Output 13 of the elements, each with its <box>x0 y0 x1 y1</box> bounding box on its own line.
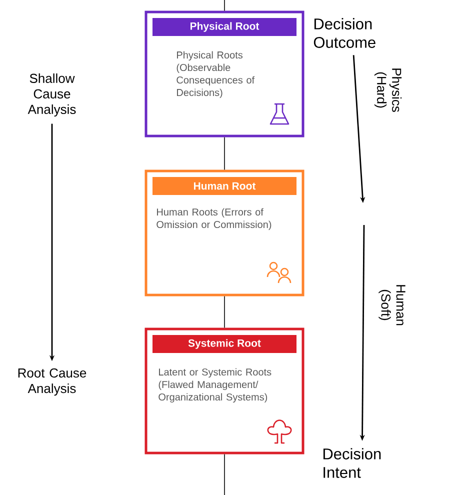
axis-label: Decision Outcome <box>314 18 376 48</box>
connector-line <box>224 136 225 170</box>
root-box: Physical Root Physical Roots (Observable Consequences of Decisions) <box>144 10 304 138</box>
axis-label: Root Cause Analysis <box>18 368 86 396</box>
connector-line <box>224 454 225 495</box>
edge-label: Physics (Hard) <box>373 59 403 121</box>
axis-label: Decision Intent <box>323 448 381 478</box>
connector-line <box>224 0 225 12</box>
axis-label: Shallow Cause Analysis <box>28 73 76 117</box>
edge-label: Human (Soft) <box>378 274 406 336</box>
connector-line <box>224 296 225 328</box>
root-box: Human Root Human Roots (Errors of Omission or Commission) <box>144 170 304 296</box>
root-box: Systemic Root Latent or Systemic Roots (Flawed Management/ Organizational Systems) <box>144 328 304 454</box>
